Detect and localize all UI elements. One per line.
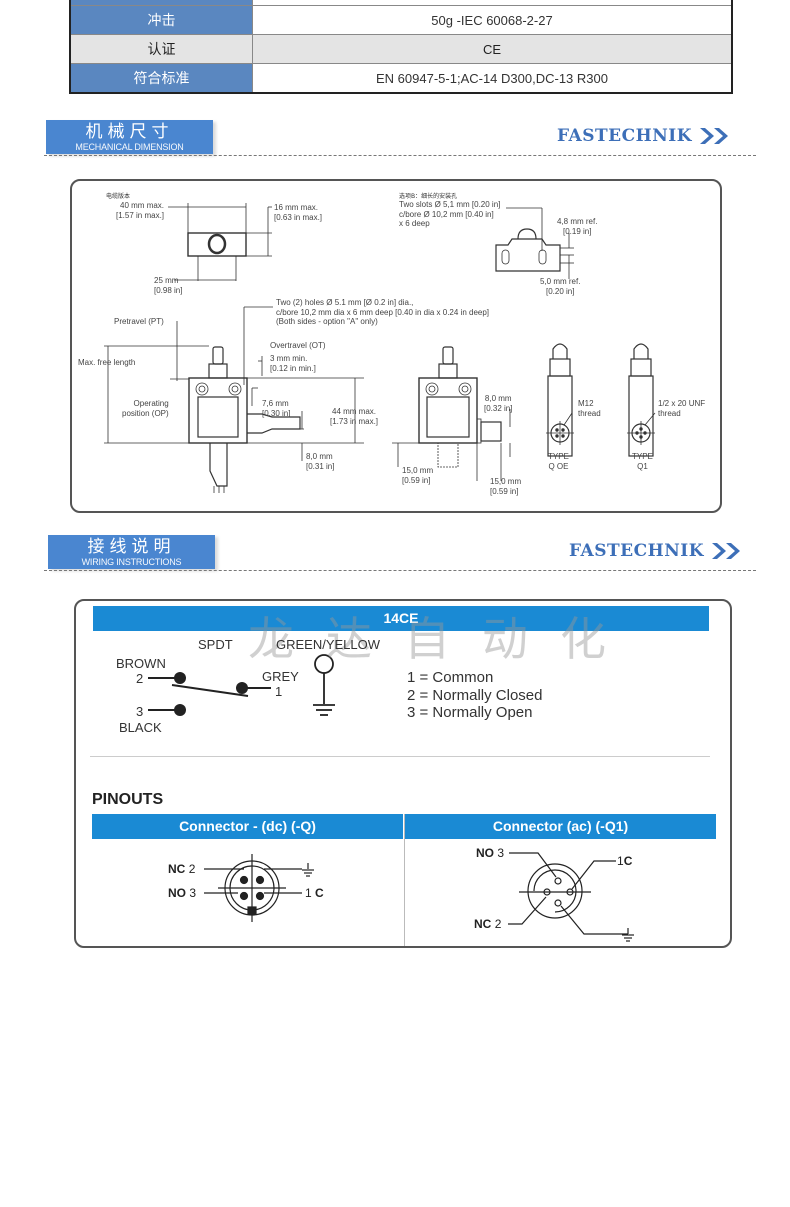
connector-dim-15a-label: 15,0 mm [0.59 in] [402, 466, 434, 485]
ac-connector-header: Connector (ac) (-Q1) [405, 814, 716, 839]
dim-44-label: 44 mm max. [1.73 in max.] [330, 407, 379, 426]
double-chevron-right-icon [700, 128, 728, 144]
pretravel-label: Pretravel (PT) [114, 317, 164, 326]
option-b-label: 选项B：细长的安装孔 [399, 193, 458, 200]
spec-value: EN 60947-5-1;AC-14 D300,DC-13 R300 [253, 64, 731, 92]
holes-note-label: Two (2) holes Ø 5.1 mm [Ø 0.2 in] dia., … [276, 298, 490, 326]
option-b-dim2-label: 5,0 mm ref. [0.20 in] [540, 277, 581, 296]
spec-key [71, 0, 253, 5]
dc-connector-diagram [204, 854, 314, 922]
brand-name: FASTECHNIK [556, 126, 692, 146]
ac-c-label: 1C [617, 854, 633, 868]
section-header-wiring: 接线说明 WIRING INSTRUCTIONS FASTECHNIK [44, 535, 756, 575]
dim-8-0-label: 8,0 mm [0.31 in] [306, 452, 335, 471]
operating-position-label: Operating position (OP) [122, 399, 169, 418]
connector-view-drawing [392, 346, 511, 481]
section-header-mechanical: 机械尺寸 MECHANICAL DIMENSION FASTECHNIK [44, 120, 756, 160]
type-q1-label: TYPE Q1 [632, 452, 653, 471]
option-b-slots-label: Two slots Ø 5,1 mm [0.20 in] c/bore Ø 10… [399, 200, 501, 228]
brand-logo: FASTECHNIK [557, 126, 732, 146]
wiring-diagram [148, 654, 634, 942]
mechanical-dimension-panel: 电缆版本 40 mm max. [1.57 in max.] 16 mm max… [70, 179, 722, 513]
spec-row: 认证 CE [71, 34, 731, 63]
spec-value: CE [253, 35, 731, 63]
spdt-label: SPDT [198, 637, 233, 652]
dim-hole-spacing-label: 25 mm [0.98 in] [154, 276, 183, 295]
pin-2-label: 2 [136, 671, 144, 686]
brand-logo: FASTECHNIK [569, 541, 744, 561]
spec-row: 符合标准 EN 60947-5-1;AC-14 D300,DC-13 R300 [71, 63, 731, 92]
pin-legend: 1 = Common 2 = Normally Closed 3 = Norma… [407, 669, 542, 722]
mechanical-drawing [104, 203, 656, 493]
type-q1-thread-label: 1/2 x 20 UNF thread [658, 399, 706, 418]
type-q-oe-label: TYPE Q OE [548, 452, 569, 471]
legend-item: 2 = Normally Closed [407, 686, 543, 704]
ground-color-label: GREEN/YELLOW [276, 637, 381, 652]
dim-7-6-label: 7,6 mm [0.30 in] [262, 399, 291, 418]
dc-nc-label: NC 2 [168, 862, 196, 876]
legend-item: 1 = Common [407, 669, 494, 686]
column-divider [404, 814, 405, 946]
option-b-drawing [495, 207, 574, 279]
cable-version-label: 电缆版本 [106, 193, 131, 200]
spec-value [253, 0, 731, 5]
dim-width-label: 40 mm max. [1.57 in max.] [116, 201, 165, 220]
wiring-panel: 14CE [74, 599, 732, 948]
pin-1-label: 1 [275, 684, 283, 699]
connector-dim-15b-label: 15,0 mm [0.59 in] [490, 477, 522, 496]
overtravel-label: Overtravel (OT) [270, 341, 326, 350]
pin-3-label: 3 [136, 704, 144, 719]
ac-no-label: NO 3 [476, 846, 505, 860]
double-chevron-right-icon [712, 543, 740, 559]
section-title-en: MECHANICAL DIMENSION [75, 142, 184, 152]
ground-symbol [313, 654, 335, 716]
type-q-oe-thread-label: M12 thread [578, 399, 601, 418]
spec-key: 认证 [71, 35, 253, 63]
min-3mm-label: 3 mm min. [0.12 in min.] [270, 354, 316, 373]
section-title-en: WIRING INSTRUCTIONS [81, 557, 182, 567]
model-bar: 14CE [93, 606, 709, 631]
pinouts-title: PINOUTS [92, 791, 164, 808]
type-q1-drawing [627, 343, 656, 457]
legend-item: 3 = Normally Open [407, 704, 533, 721]
spec-row [71, 0, 731, 5]
spec-key: 冲击 [71, 6, 253, 34]
dc-c-label: 1 C [305, 886, 324, 900]
type-q-oe-drawing [546, 343, 574, 457]
dc-connector-header: Connector - (dc) (-Q) [92, 814, 403, 839]
grey-wire-label: GREY [262, 669, 299, 684]
section-tab: 接线说明 WIRING INSTRUCTIONS [48, 535, 215, 569]
front-view-drawing [104, 306, 364, 493]
divider [90, 756, 710, 757]
connector-dim-8-label: 8,0 mm [0.32 in] [484, 394, 513, 413]
option-b-dim1-label: 4,8 mm ref. [0.19 in] [557, 217, 598, 236]
dashed-divider [44, 570, 756, 571]
spec-value: 50g -IEC 60068-2-27 [253, 6, 731, 34]
max-free-length-label: Max. free length [78, 358, 136, 367]
brand-name: FASTECHNIK [568, 541, 704, 561]
ac-connector-diagram [508, 852, 634, 942]
dc-no-label: NO 3 [168, 886, 197, 900]
ac-nc-label: NC 2 [474, 917, 502, 931]
section-tab: 机械尺寸 MECHANICAL DIMENSION [46, 120, 213, 154]
section-title-cn: 接线说明 [87, 537, 176, 557]
dim-height-label: 16 mm max. [0.63 in max.] [274, 203, 323, 222]
spec-row: 冲击 50g -IEC 60068-2-27 [71, 5, 731, 34]
top-view-drawing [168, 203, 272, 281]
section-title-cn: 机械尺寸 [85, 122, 174, 142]
dashed-divider [44, 155, 756, 156]
brown-wire-label: BROWN [116, 656, 166, 671]
spec-key: 符合标准 [71, 64, 253, 92]
spec-table: 冲击 50g -IEC 60068-2-27 认证 CE 符合标准 EN 609… [69, 0, 733, 94]
black-wire-label: BLACK [119, 720, 162, 735]
